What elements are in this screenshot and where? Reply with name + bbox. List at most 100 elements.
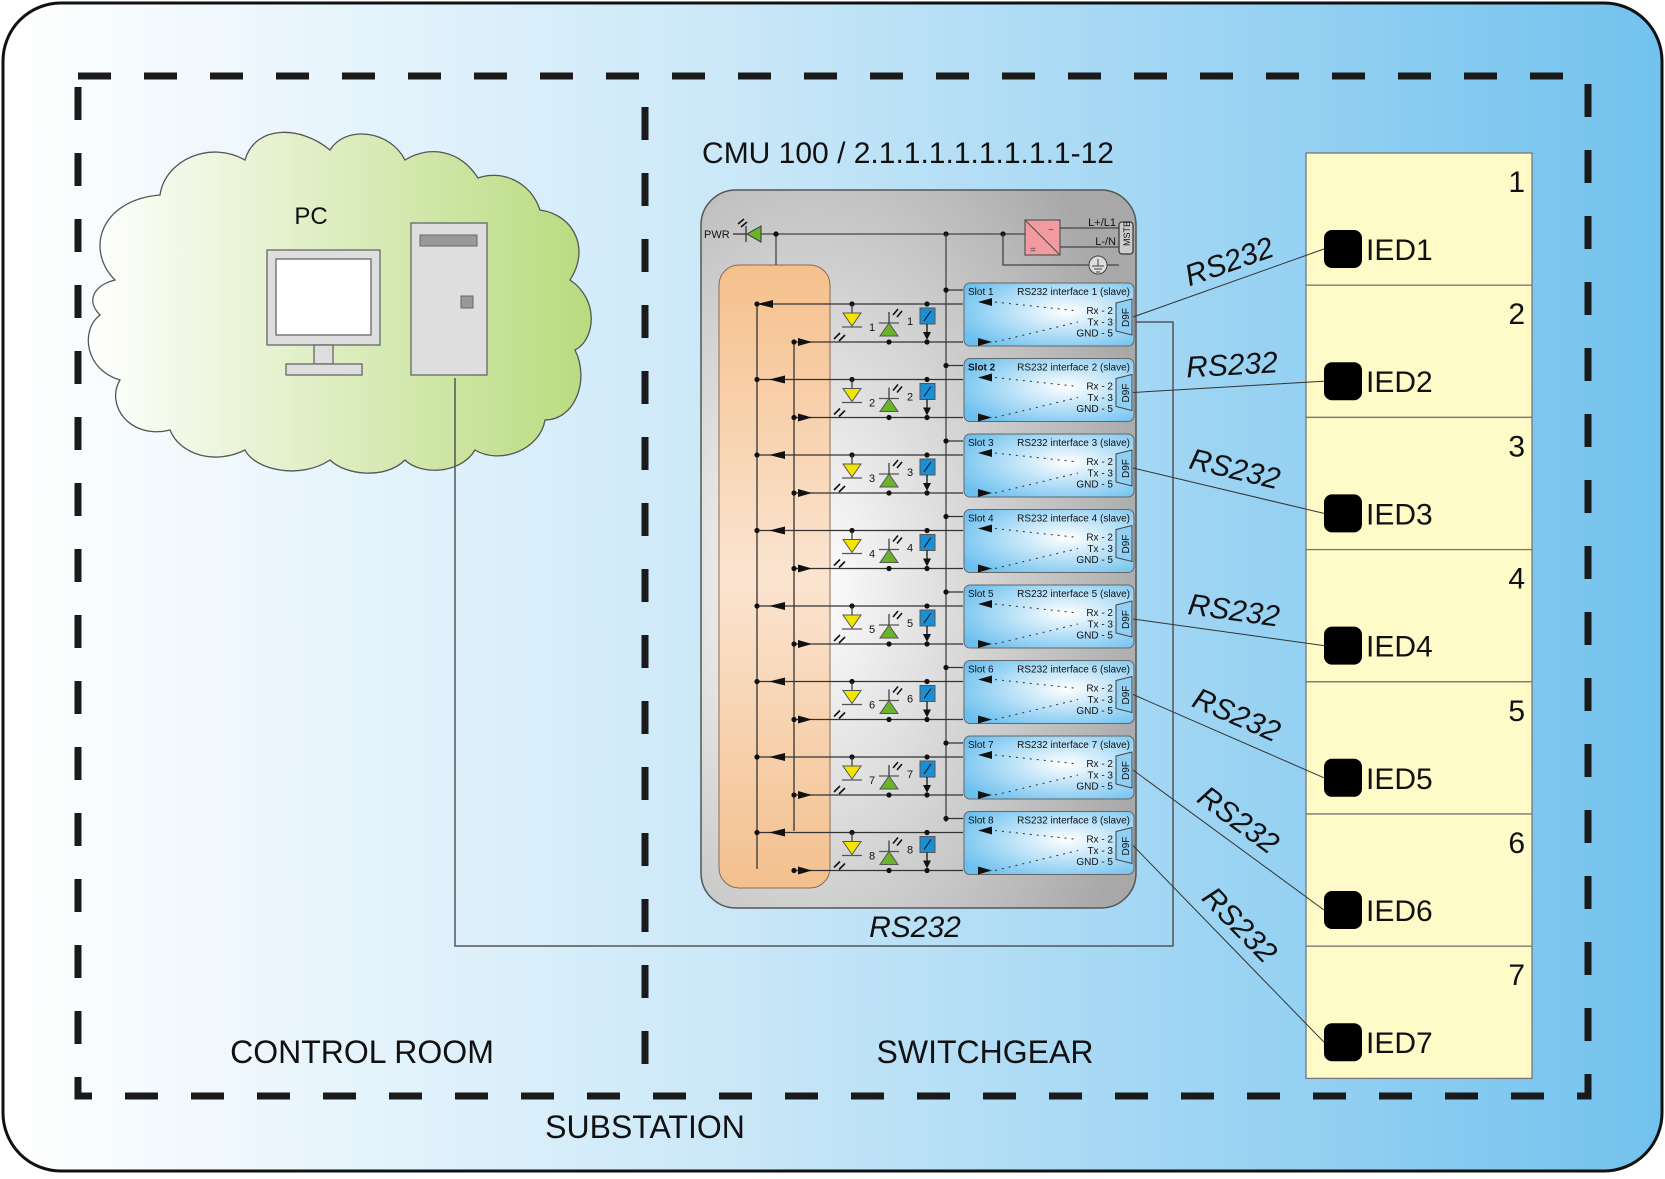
pin-label: GND - 5 bbox=[1076, 404, 1113, 415]
interface-label: RS232 interface 8 (slave) bbox=[1017, 816, 1130, 827]
pwr-label: PWR bbox=[704, 229, 730, 241]
ied-name: IED1 bbox=[1366, 234, 1433, 267]
rs232-link-line bbox=[1132, 380, 1325, 393]
pin-label: Tx - 3 bbox=[1087, 544, 1113, 555]
pin-label: Rx - 2 bbox=[1086, 306, 1113, 317]
ied-name: IED6 bbox=[1366, 895, 1433, 928]
slot-label: Slot 7 bbox=[968, 740, 994, 751]
ied-row-number: 2 bbox=[1508, 298, 1525, 331]
interface-label: RS232 interface 4 (slave) bbox=[1017, 514, 1130, 525]
d9f-label: D9F bbox=[1121, 837, 1132, 856]
ied-port-icon bbox=[1324, 758, 1362, 797]
interface-label: RS232 interface 1 (slave) bbox=[1017, 287, 1130, 298]
relay-icon bbox=[919, 829, 936, 874]
pin-label: GND - 5 bbox=[1076, 857, 1113, 868]
ied-row-number: 7 bbox=[1508, 959, 1525, 992]
pin-label: GND - 5 bbox=[1076, 329, 1113, 340]
rs232-link-line bbox=[1132, 618, 1325, 647]
rx-led-number: 2 bbox=[869, 398, 875, 410]
interface-label: RS232 interface 3 (slave) bbox=[1017, 438, 1130, 449]
svg-text:~: ~ bbox=[1048, 225, 1054, 236]
rx-led-number: 3 bbox=[869, 473, 875, 485]
rs232-link-line bbox=[1132, 248, 1325, 318]
ied-name: IED2 bbox=[1366, 366, 1433, 399]
pc-cmu-link bbox=[454, 321, 1174, 947]
relay-icon bbox=[919, 452, 936, 496]
rx-led-icon bbox=[833, 452, 862, 493]
tx-led-icon bbox=[879, 383, 903, 421]
rx-led-number: 6 bbox=[869, 700, 875, 712]
ied-name: IED7 bbox=[1366, 1027, 1433, 1060]
tx-led-icon bbox=[879, 610, 903, 647]
tx-led-icon bbox=[879, 308, 903, 345]
cmu-title: CMU 100 / 2.1.1.1.1.1.1.1.1-12 bbox=[702, 137, 1114, 170]
substation-boundary bbox=[74, 72, 1592, 1100]
tx-led-icon bbox=[879, 685, 903, 723]
d9f-label: D9F bbox=[1121, 610, 1132, 629]
cmu-device: PWR ~ = L+/L1 L-/N MSTB bbox=[700, 189, 1137, 944]
tx-led-number: 5 bbox=[907, 618, 913, 630]
relay-icon bbox=[919, 678, 936, 723]
ied-port-icon bbox=[1324, 1023, 1362, 1062]
slot-label: Slot 3 bbox=[968, 438, 994, 449]
rx-led-number: 8 bbox=[869, 851, 875, 863]
slot-label: Slot 8 bbox=[968, 816, 994, 827]
svg-text:=: = bbox=[1030, 245, 1036, 256]
mstb-connector bbox=[1118, 221, 1134, 255]
d9f-label: D9F bbox=[1121, 761, 1132, 780]
slot-label: Slot 4 bbox=[968, 514, 994, 525]
cmu-bus-label: RS232 bbox=[869, 911, 961, 944]
pwr-led-icon bbox=[733, 218, 762, 243]
tx-led-number: 4 bbox=[907, 543, 913, 555]
tx-led-icon bbox=[879, 534, 903, 572]
rx-led-icon bbox=[833, 376, 862, 418]
ied-name: IED4 bbox=[1366, 631, 1433, 664]
pin-label: Rx - 2 bbox=[1086, 684, 1113, 695]
pin-label: Rx - 2 bbox=[1086, 608, 1113, 619]
d9f-label: D9F bbox=[1121, 459, 1132, 478]
pin-label: Rx - 2 bbox=[1086, 759, 1113, 770]
ied-row-number: 5 bbox=[1508, 695, 1525, 728]
tx-led-icon bbox=[879, 761, 903, 798]
relay-icon bbox=[919, 603, 936, 647]
tx-led-number: 8 bbox=[907, 845, 913, 857]
pin-label: Rx - 2 bbox=[1086, 457, 1113, 468]
tx-led-icon bbox=[879, 459, 903, 496]
pin-label: Tx - 3 bbox=[1087, 393, 1113, 404]
rx-led-number: 5 bbox=[869, 624, 875, 636]
d9f-label: D9F bbox=[1121, 308, 1132, 327]
ied-row-number: 1 bbox=[1508, 166, 1525, 199]
pin-label: Tx - 3 bbox=[1087, 468, 1113, 479]
psu-terminal-l1: L+/L1 bbox=[1088, 217, 1116, 229]
pin-label: GND - 5 bbox=[1076, 555, 1113, 566]
pin-label: Tx - 3 bbox=[1087, 695, 1113, 706]
tx-led-number: 6 bbox=[907, 694, 913, 706]
ied-port-icon bbox=[1324, 494, 1362, 533]
interface-label: RS232 interface 2 (slave) bbox=[1017, 363, 1130, 374]
ied-port-icon bbox=[1324, 230, 1362, 268]
ied-port-icon bbox=[1324, 626, 1362, 665]
rx-led-icon bbox=[833, 829, 862, 871]
ied-row-number: 3 bbox=[1508, 430, 1525, 463]
d9f-label: D9F bbox=[1121, 535, 1132, 554]
relay-icon bbox=[919, 754, 936, 798]
d9f-label: D9F bbox=[1121, 686, 1132, 705]
